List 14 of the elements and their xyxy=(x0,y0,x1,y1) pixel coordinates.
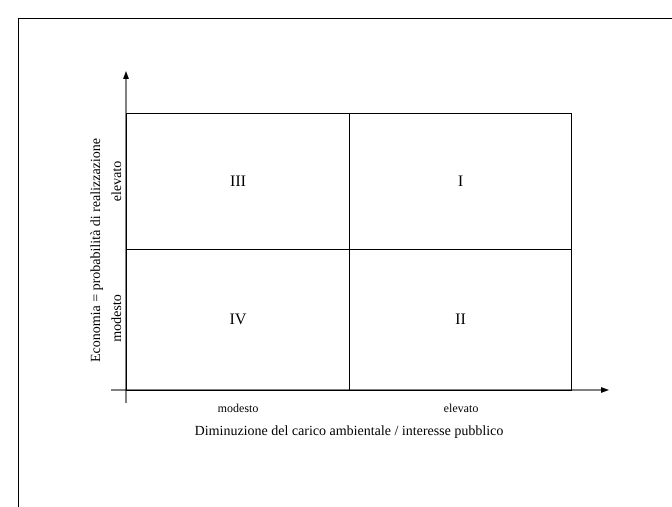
quadrant-numeral: I xyxy=(458,172,464,192)
axis-label: modesto xyxy=(111,294,125,342)
quadrant-box xyxy=(126,113,350,250)
quadrant-box xyxy=(126,249,350,391)
axis-label: elevato xyxy=(444,402,478,414)
axis-label: Diminuzione del carico ambientale / interesse pubblico xyxy=(194,425,504,439)
quadrant-box xyxy=(349,249,572,391)
quadrant-box xyxy=(349,113,572,250)
axis-label: elevato xyxy=(111,160,125,202)
axis-label: Economia = probabilità di realizzazione xyxy=(90,138,104,362)
quadrant-numeral: II xyxy=(455,310,466,330)
quadrant-numeral: IV xyxy=(230,310,246,330)
quadrant-numeral: III xyxy=(230,172,246,192)
axis-label: modesto xyxy=(218,402,258,414)
